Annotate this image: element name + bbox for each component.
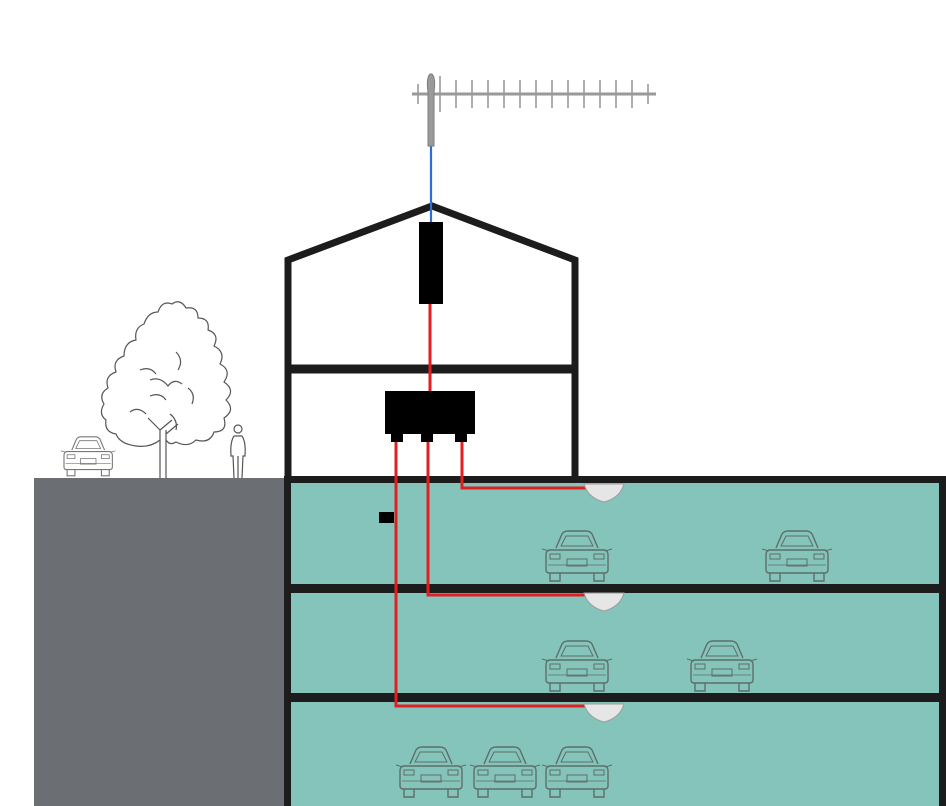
street-car	[60, 436, 117, 477]
tree-icon	[100, 301, 232, 478]
yagi-antenna-icon	[412, 73, 656, 147]
ground-soil	[34, 478, 288, 806]
slab-ground	[284, 476, 946, 483]
splitter-icon	[385, 391, 475, 442]
slab-level-1	[284, 584, 946, 593]
wall-right	[939, 476, 946, 806]
parking-level-3	[288, 701, 942, 806]
cable-level-3	[394, 442, 598, 708]
parking-structure	[284, 476, 946, 806]
cable-level-1	[460, 442, 598, 490]
distribution-cables	[394, 442, 598, 708]
person-icon	[230, 424, 246, 479]
car-icon	[60, 436, 117, 477]
parking-level-2	[288, 592, 942, 696]
slab-level-2	[284, 693, 946, 702]
cable-level-2	[426, 442, 598, 597]
wall-unit-icon	[379, 512, 394, 523]
wall-left	[284, 476, 291, 806]
repeater-icon	[419, 222, 443, 304]
